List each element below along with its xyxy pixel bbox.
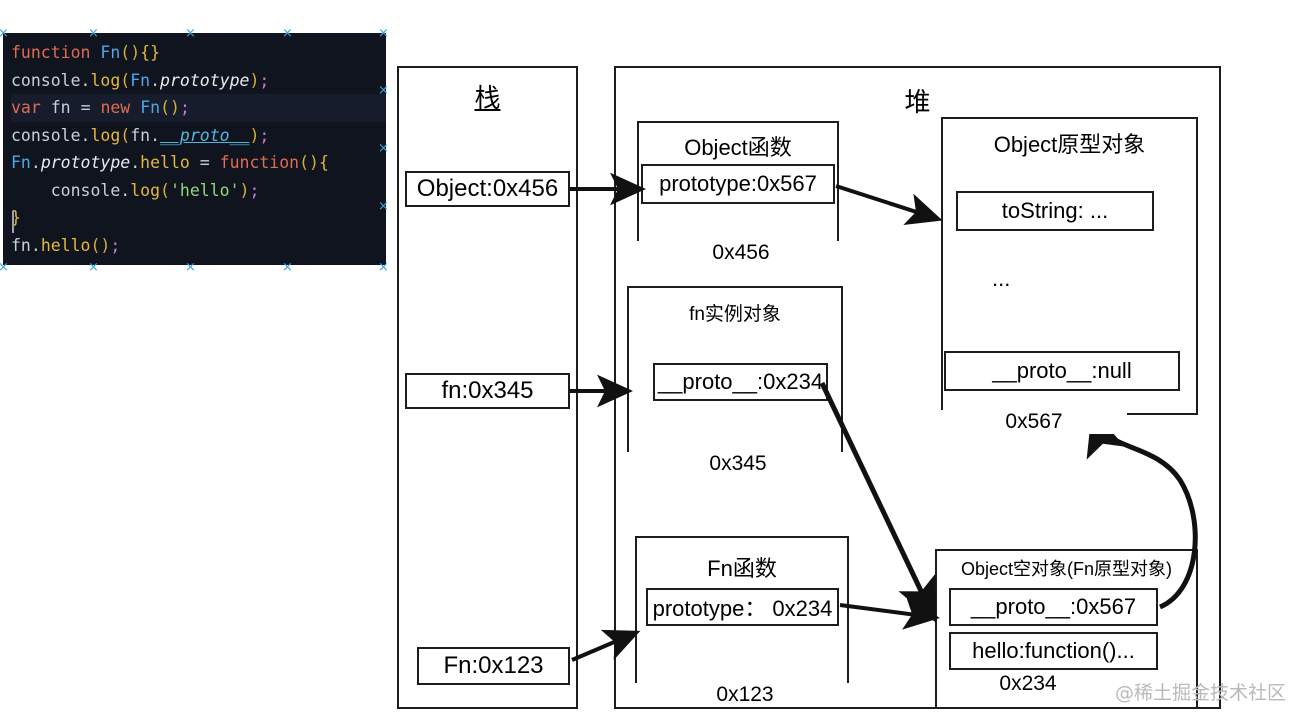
selection-handle-icon[interactable]: × bbox=[378, 83, 389, 98]
heap-slot-hello: hello:function()... bbox=[949, 632, 1158, 670]
heap-node-title: Object空对象(Fn原型对象) bbox=[960, 559, 1173, 579]
heap-slot-prototype: prototype:0x567 bbox=[641, 164, 835, 204]
code-line-3: var fn = new Fn(); bbox=[11, 94, 386, 122]
watermark: @稀土掘金技术社区 bbox=[1114, 682, 1286, 704]
heap-node-title: Fn函数 bbox=[707, 556, 777, 581]
stack-title: 栈 bbox=[474, 84, 501, 114]
selection-handle-icon[interactable]: × bbox=[185, 260, 196, 275]
heap-node-address: 0x123 bbox=[635, 683, 855, 707]
heap-node-title: Object函数 bbox=[684, 135, 792, 160]
selection-handle-icon[interactable]: × bbox=[378, 260, 389, 275]
heap-slot-label: __proto__:null bbox=[992, 358, 1132, 383]
heap-node-title: Object原型对象 bbox=[993, 132, 1146, 157]
selection-handle-icon[interactable]: × bbox=[0, 260, 9, 275]
stack-entry-fn-constructor: Fn:0x123 bbox=[417, 647, 570, 685]
heap-slot-label: prototype： 0x234 bbox=[652, 596, 833, 621]
selection-handle-icon[interactable]: × bbox=[282, 26, 293, 41]
heap-slot-label: hello:function()... bbox=[972, 638, 1135, 663]
code-line-7: } bbox=[11, 208, 21, 227]
selection-handle-icon[interactable]: × bbox=[378, 141, 389, 156]
heap-node-address: 0x456 bbox=[637, 241, 845, 265]
heap-slot-proto: __proto__:0x567 bbox=[949, 588, 1158, 626]
heap-slot-label: prototype:0x567 bbox=[659, 171, 817, 196]
stack-entry-object: Object:0x456 bbox=[405, 171, 570, 207]
code-screenshot: function Fn(){} console.log(Fn.prototype… bbox=[3, 33, 386, 265]
heap-node-address: 0x345 bbox=[627, 452, 849, 476]
code-line-5: Fn.prototype.hello = function(){ bbox=[11, 153, 329, 172]
stack-entry-fn: fn:0x345 bbox=[405, 373, 570, 409]
heap-slot-proto-null: __proto__:null bbox=[944, 351, 1180, 391]
selection-handle-icon[interactable]: × bbox=[0, 26, 9, 41]
heap-slot-label: __proto__:0x567 bbox=[970, 594, 1137, 619]
code-line-6: console.log('hello'); bbox=[11, 180, 260, 200]
stack-entry-label: Fn:0x123 bbox=[443, 652, 544, 679]
heap-slot-label: toString: ... bbox=[1001, 198, 1109, 223]
heap-slot-tostring: toString: ... bbox=[956, 191, 1154, 231]
selection-handle-icon[interactable]: × bbox=[378, 26, 389, 41]
code-line-2: console.log(Fn.prototype); bbox=[11, 70, 270, 90]
selection-handle-icon[interactable]: × bbox=[185, 26, 196, 41]
code-line-1: function Fn(){} bbox=[11, 43, 161, 62]
heap-title: 堆 bbox=[904, 88, 931, 118]
selection-handle-icon[interactable]: × bbox=[378, 199, 389, 214]
stack-entry-label: Object:0x456 bbox=[416, 175, 559, 202]
stack-entry-label: fn:0x345 bbox=[441, 377, 534, 404]
selection-handle-icon[interactable]: × bbox=[88, 260, 99, 275]
code-line-4: console.log(fn.__proto__); bbox=[11, 125, 270, 145]
heap-slot-prototype: prototype： 0x234 bbox=[646, 588, 839, 626]
heap-node-title: fn实例对象 bbox=[689, 304, 781, 325]
selection-handle-icon[interactable]: × bbox=[88, 26, 99, 41]
code-line-8: fn.hello(); bbox=[11, 235, 121, 255]
heap-slot-proto: __proto__:0x234 bbox=[653, 363, 828, 401]
selection-handle-icon[interactable]: × bbox=[282, 260, 293, 275]
heap-node-ellipsis: ... bbox=[992, 266, 1011, 291]
heap-node-address: 0x567 bbox=[941, 410, 1127, 434]
heap-node-address: 0x234 bbox=[960, 672, 1096, 696]
heap-slot-label: __proto__:0x234 bbox=[657, 369, 824, 394]
text-caret bbox=[12, 211, 14, 233]
